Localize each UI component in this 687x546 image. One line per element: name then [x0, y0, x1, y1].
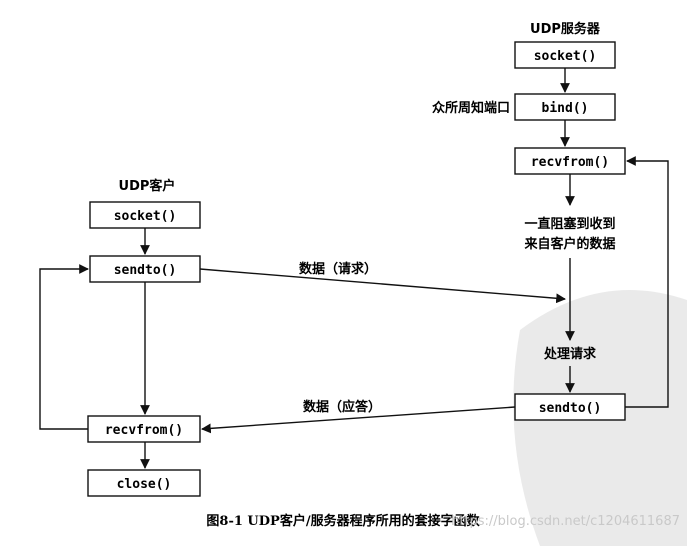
figure-caption: 图8-1 UDP客户/服务器程序所用的套接字函数: [206, 513, 480, 529]
arrow-request-flow: [199, 268, 566, 304]
client-sendto-label: sendto(): [114, 263, 177, 278]
server-sendto-label: sendto(): [539, 401, 602, 416]
arrow-client-loop-back: [39, 264, 89, 430]
bind-note: 众所周知端口: [432, 100, 510, 116]
arrow-reply-flow: [201, 406, 516, 434]
client-sendto-box: [89, 255, 201, 283]
server-socket-box: [514, 41, 616, 69]
client-socket-box: [89, 201, 201, 229]
block-note-line2: 来自客户的数据: [523, 236, 615, 252]
block-note-line1: 一直阻塞到收到: [524, 216, 615, 232]
request-flow-label: 数据（请求）: [299, 261, 377, 277]
server-recvfrom-label: recvfrom(): [531, 155, 609, 170]
server-title: UDP服务器: [530, 21, 601, 37]
server-socket-label: socket(): [534, 49, 597, 64]
client-close-box: [87, 469, 201, 497]
client-recvfrom-label: recvfrom(): [105, 423, 183, 438]
client-socket-label: socket(): [114, 209, 177, 224]
source-watermark: https://blog.csdn.net/c1204611687: [451, 514, 680, 529]
client-close-label: close(): [117, 477, 172, 492]
client-title: UDP客户: [119, 178, 176, 194]
reply-flow-label: 数据（应答）: [303, 399, 381, 415]
process-note: 处理请求: [543, 346, 597, 362]
server-bind-label: bind(): [542, 101, 589, 116]
arrow-server-loop-back: [625, 156, 669, 408]
